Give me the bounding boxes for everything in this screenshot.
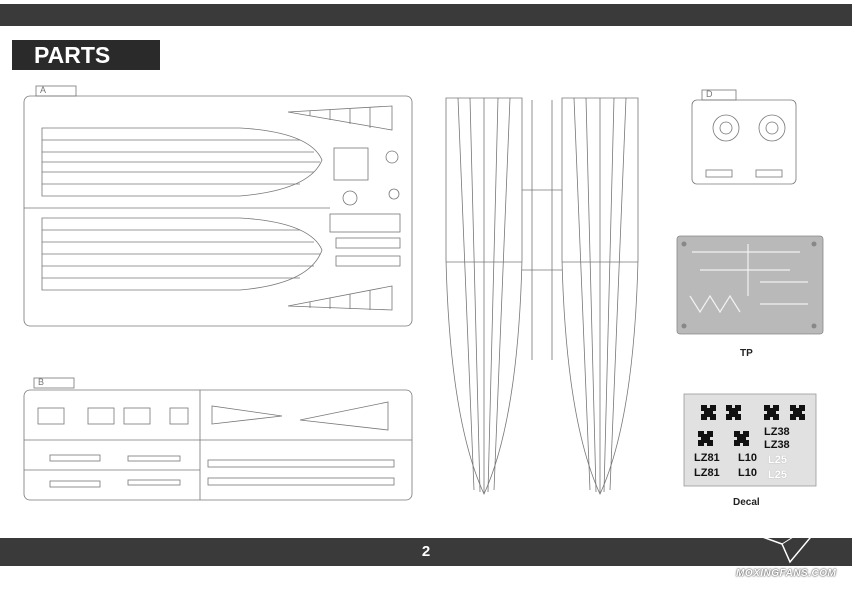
sprue-b — [23, 377, 413, 501]
decal-text-3: LZ81 — [694, 452, 720, 464]
hull-parts — [445, 97, 639, 495]
decal-text-6: L10 — [738, 467, 757, 479]
decal-text-4: LZ81 — [694, 467, 720, 479]
decal-text-7: L25 — [768, 454, 787, 466]
decal-sheet — [683, 393, 817, 487]
top-band — [0, 4, 852, 26]
watermark-text: MOXINGFANS.COM — [736, 568, 837, 579]
sprue-b-label: B — [38, 377, 45, 387]
bottom-band — [0, 538, 852, 566]
page-title: PARTS — [12, 40, 160, 70]
decal-text-1: LZ38 — [764, 426, 790, 438]
tp-label: TP — [740, 348, 753, 359]
decal-text-5: L10 — [738, 452, 757, 464]
decal-text-2: LZ38 — [764, 439, 790, 451]
sprue-a-label: A — [40, 85, 47, 95]
sprue-d — [691, 89, 797, 185]
page-number: 2 — [421, 543, 431, 560]
photo-etch-fret — [676, 235, 824, 335]
sprue-d-label: D — [706, 89, 713, 99]
decal-text-8: L25 — [768, 469, 787, 481]
sprue-a — [23, 85, 413, 327]
decal-label: Decal — [733, 497, 760, 508]
